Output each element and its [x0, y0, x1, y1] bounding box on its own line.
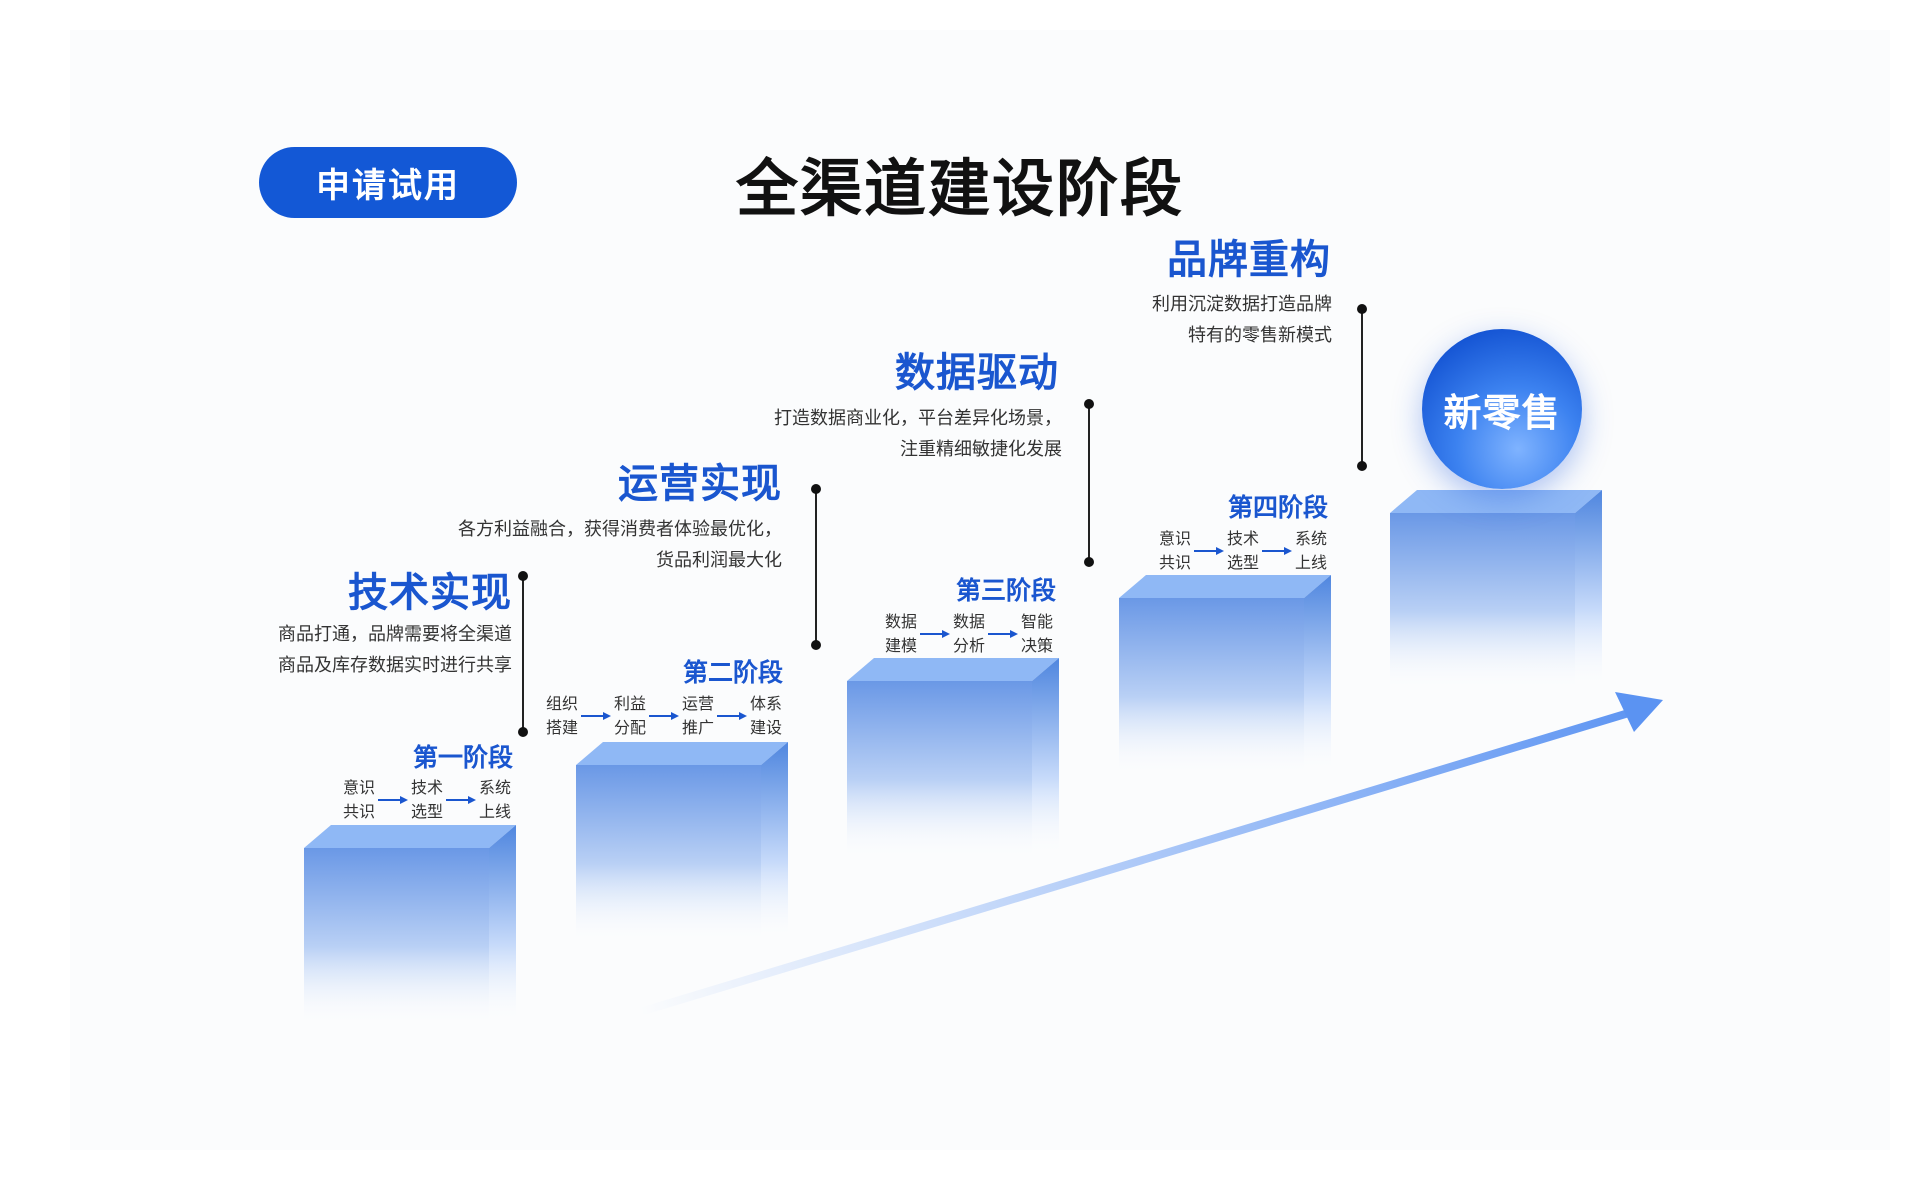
- stage-1-step-2: 技术选型: [410, 778, 443, 821]
- stage-2-steps: 组织搭建 利益分配 运营推广 体系建设: [543, 692, 785, 740]
- stage-3-step-2: 数据分析: [952, 612, 985, 655]
- right-arrow-icon: [717, 711, 747, 721]
- stage-3-desc: 打造数据商业化，平台差异化场景， 注重精细敏捷化发展: [542, 403, 1062, 465]
- right-arrow-icon: [988, 629, 1018, 639]
- stage-4-name: 品牌重构: [1167, 237, 1331, 283]
- stage-3-steps: 数据建模 数据分析 智能决策: [882, 610, 1056, 658]
- stage-1-connector: [518, 571, 528, 737]
- stair-block-1: [304, 825, 516, 1028]
- stage-1-desc: 商品打通，品牌需要将全渠道 商品及库存数据实时进行共享: [0, 619, 512, 681]
- stage-4-desc: 利用沉淀数据打造品牌 特有的零售新模式: [812, 289, 1332, 351]
- stage-2-desc: 各方利益融合，获得消费者体验最优化， 货品利润最大化: [262, 514, 782, 576]
- stage-3-phase-label: 第三阶段: [955, 576, 1056, 605]
- stage-3-desc-line-1: 打造数据商业化，平台差异化场景，: [774, 408, 1062, 429]
- stair-block-3: [847, 658, 1059, 861]
- stage-2-step-4: 体系建设: [749, 694, 782, 737]
- stage-1-steps: 意识共识 技术选型 系统上线: [340, 776, 514, 824]
- apply-trial-button[interactable]: 申请试用: [259, 147, 517, 218]
- stage-3-name: 数据驱动: [895, 350, 1059, 396]
- stair-block-2: [576, 742, 788, 945]
- stage-1-desc-line-1: 商品打通，品牌需要将全渠道: [278, 624, 512, 645]
- stair-block-5: [1390, 490, 1602, 693]
- stage-1-desc-line-2: 商品及库存数据实时进行共享: [278, 655, 512, 676]
- stage-4-step-2: 技术选型: [1226, 529, 1259, 572]
- stage-4-desc-line-2: 特有的零售新模式: [1188, 325, 1332, 346]
- stage-4-connector: [1357, 304, 1367, 471]
- stage-1-step-1: 意识共识: [342, 778, 375, 821]
- stage-1-step-3: 系统上线: [478, 778, 511, 821]
- stage-2-desc-line-1: 各方利益融合，获得消费者体验最优化，: [458, 519, 782, 540]
- stage-2-step-1: 组织搭建: [545, 694, 578, 737]
- new-retail-sphere: 新零售: [1422, 329, 1582, 489]
- stage-4-phase-label: 第四阶段: [1227, 493, 1328, 522]
- stage-2-phase-label: 第二阶段: [682, 658, 783, 687]
- stage-3-connector: [1084, 399, 1094, 567]
- stage-4-desc-line-1: 利用沉淀数据打造品牌: [1152, 294, 1332, 315]
- stage-3-step-3: 智能决策: [1020, 612, 1053, 655]
- stage-1-name: 技术实现: [348, 570, 512, 616]
- stage-3-step-1: 数据建模: [884, 612, 917, 655]
- right-arrow-icon: [920, 629, 950, 639]
- right-arrow-icon: [1194, 546, 1224, 556]
- right-arrow-icon: [446, 795, 476, 805]
- stair-block-4: [1119, 575, 1331, 778]
- stage-4-step-1: 意识共识: [1158, 529, 1191, 572]
- stage-3-desc-line-2: 注重精细敏捷化发展: [900, 439, 1062, 460]
- stage-2-name: 运营实现: [618, 461, 782, 507]
- right-arrow-icon: [1262, 546, 1292, 556]
- stage-2-connector: [811, 484, 821, 650]
- stage-2-step-3: 运营推广: [681, 694, 714, 737]
- stage-2-desc-line-2: 货品利润最大化: [656, 550, 782, 571]
- stage-4-step-3: 系统上线: [1294, 529, 1327, 572]
- stage-2-step-2: 利益分配: [613, 694, 646, 737]
- right-arrow-icon: [649, 711, 679, 721]
- stage-4-steps: 意识共识 技术选型 系统上线: [1156, 527, 1330, 575]
- right-arrow-icon: [581, 711, 611, 721]
- stage-1-phase-label: 第一阶段: [412, 743, 513, 772]
- right-arrow-icon: [378, 795, 408, 805]
- page-title: 全渠道建设阶段: [735, 152, 1184, 225]
